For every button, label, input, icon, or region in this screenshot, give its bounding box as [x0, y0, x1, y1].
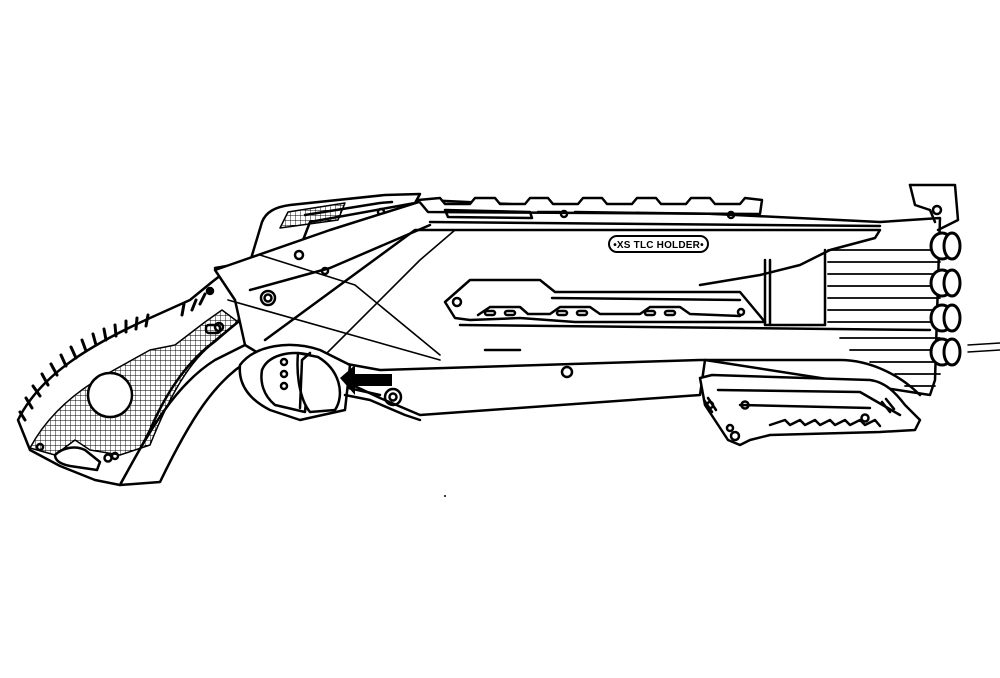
stock-thumb-hole — [86, 371, 134, 419]
side-label-plate: •XS TLC HOLDER• — [608, 235, 709, 253]
receiver-screw — [259, 289, 277, 307]
side-label: •XS TLC HOLDER• — [613, 240, 704, 251]
barrels — [827, 183, 1000, 387]
barrel-tips — [929, 231, 962, 367]
stock — [16, 266, 267, 487]
stock-ridges — [18, 292, 207, 422]
stock-loop — [53, 446, 102, 472]
pump-arrow-icon — [340, 365, 392, 395]
top-mesh-panel — [279, 202, 346, 229]
pump-grip — [698, 373, 922, 447]
trigger — [296, 351, 342, 414]
top-rail — [416, 196, 764, 216]
stock-mesh-panel — [29, 309, 239, 456]
receiver: •XS TLC HOLDER• — [213, 196, 942, 417]
trigger-area — [238, 343, 422, 422]
